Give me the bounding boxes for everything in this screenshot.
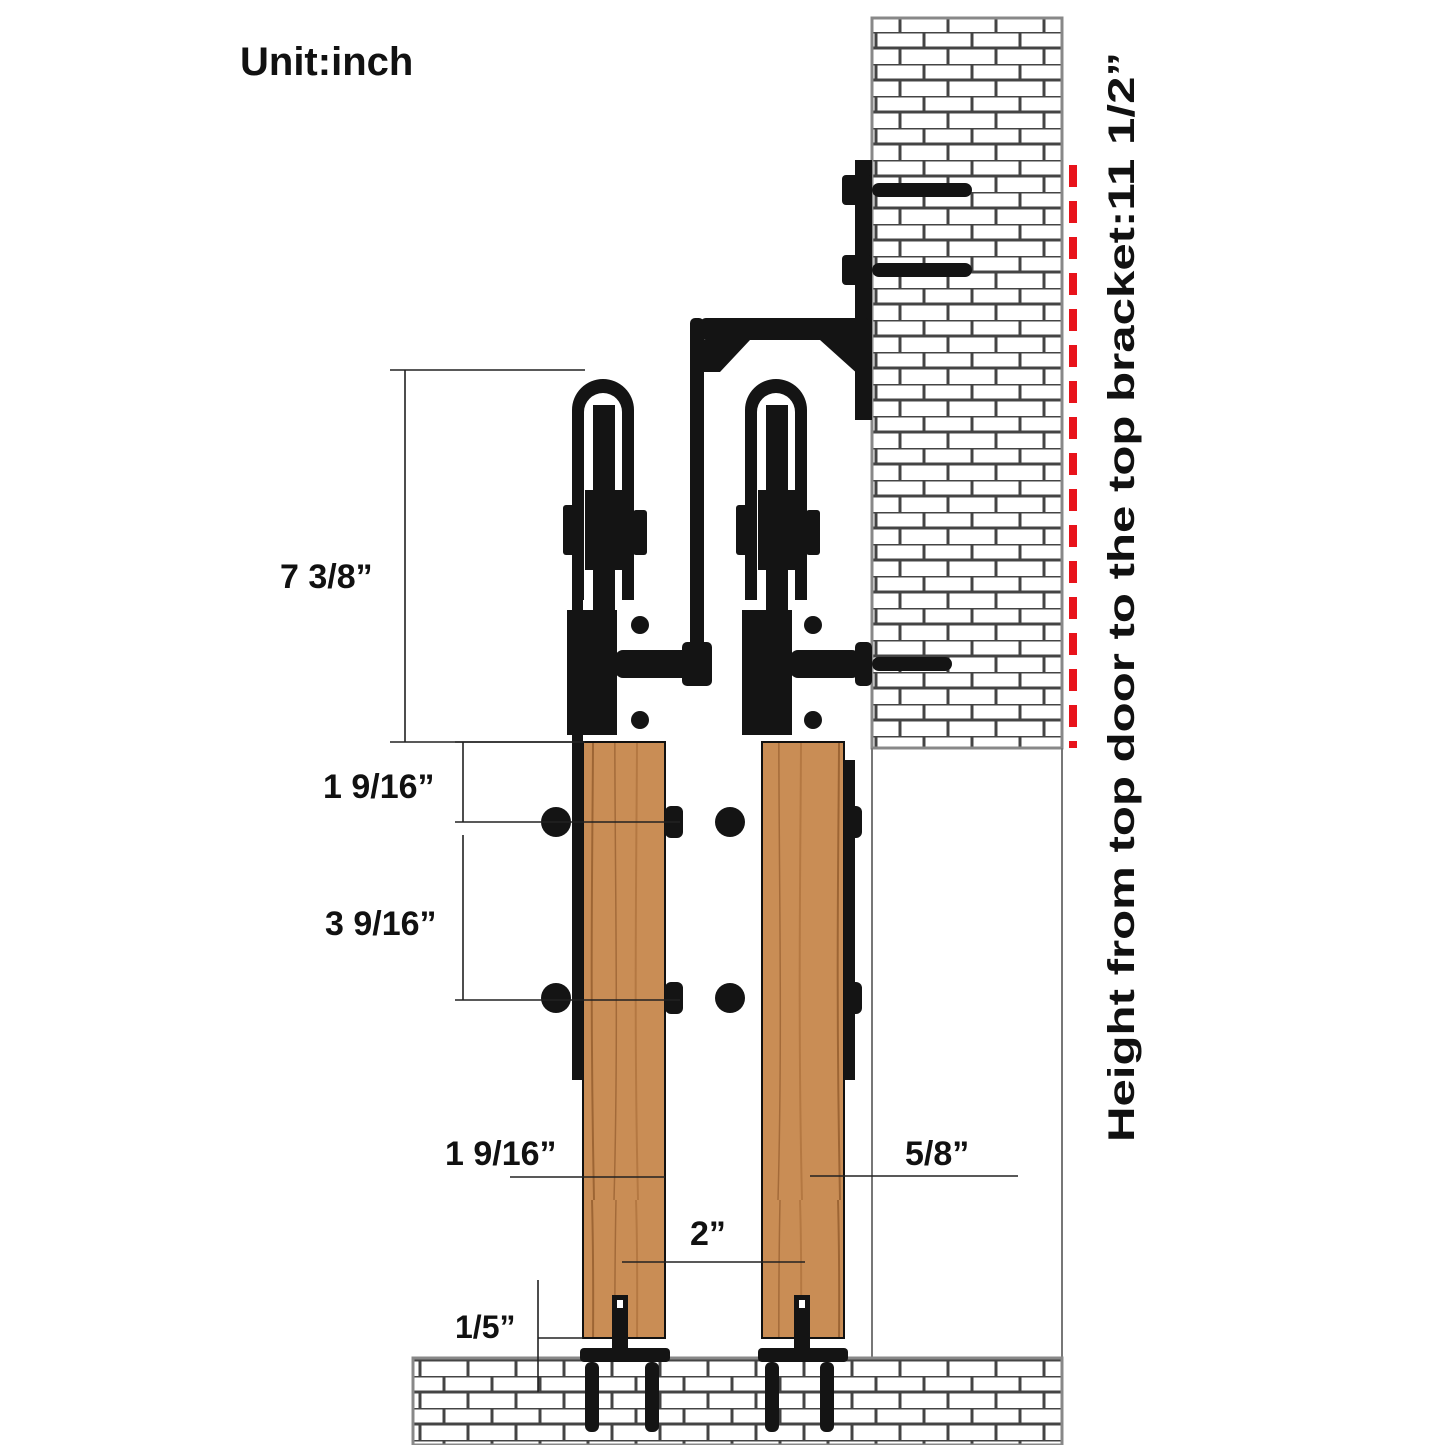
unit-label: Unit:inch bbox=[240, 40, 413, 84]
left-door bbox=[582, 741, 666, 1339]
dimension-lines bbox=[390, 369, 1018, 1392]
right-door bbox=[761, 741, 845, 1339]
dim-door-thickness: 1 9/16” bbox=[445, 1135, 557, 1173]
dim-floor-clearance: 1/5” bbox=[455, 1309, 515, 1345]
upper-brick-wall bbox=[870, 16, 1064, 750]
height-note: Height from top door to the top bracket:… bbox=[1101, 52, 1142, 1142]
right-roller-hanger bbox=[736, 379, 952, 1080]
dim-wall-clearance: 5/8” bbox=[905, 1135, 969, 1173]
top-bracket bbox=[690, 160, 972, 663]
dim-hanger-height: 7 3/8” bbox=[280, 558, 373, 596]
floor-brick bbox=[411, 1356, 1064, 1445]
dim-bolt-spacing: 3 9/16” bbox=[325, 905, 437, 943]
floor-guides bbox=[580, 1295, 848, 1432]
dim-top-to-first-bolt: 1 9/16” bbox=[323, 768, 435, 806]
dim-door-gap: 2” bbox=[690, 1215, 726, 1253]
left-roller-hanger bbox=[563, 379, 712, 1080]
